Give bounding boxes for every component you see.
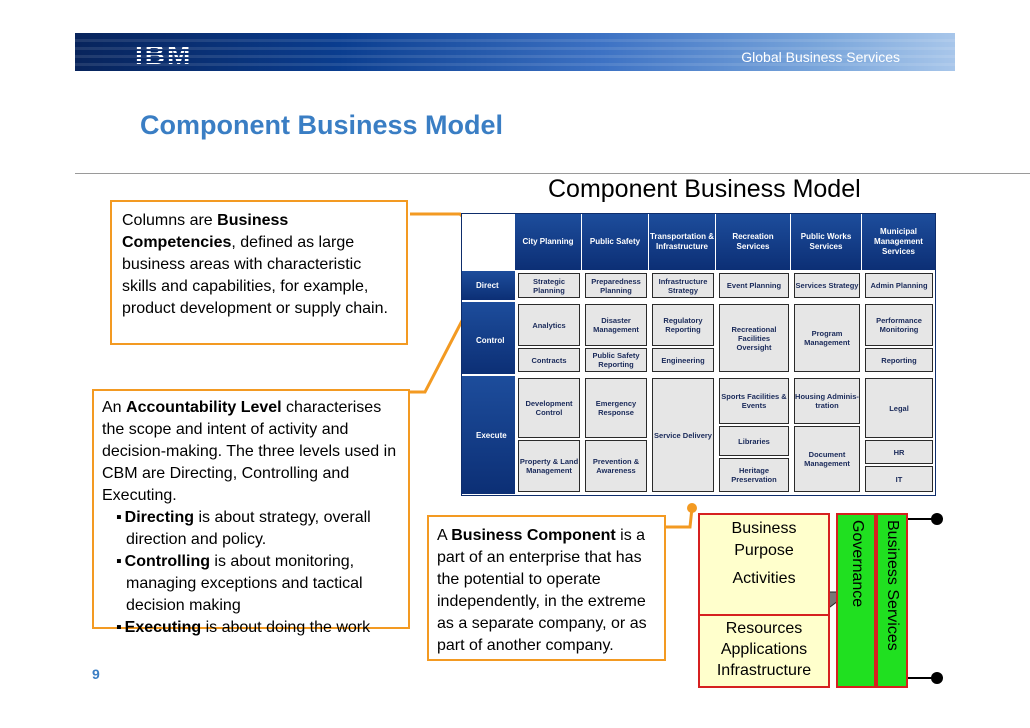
cell-recreational-facilities-oversight: Recreational Facilities Oversight xyxy=(719,304,789,372)
cell-preparedness-planning: Preparedness Planning xyxy=(585,273,647,298)
callout-text: , defined as large business areas with c… xyxy=(122,234,388,317)
cell-sports-facilities-events: Sports Facilities & Events xyxy=(719,378,789,424)
cell-admin-planning: Admin Planning xyxy=(865,273,933,298)
cell-libraries: Libraries xyxy=(719,426,789,456)
cell-document-management: Document Management xyxy=(794,426,860,492)
cbm-map-title: Component Business Model xyxy=(548,175,861,203)
cell-performance-monitoring: Performance Monitoring xyxy=(865,304,933,346)
cell-contracts: Contracts xyxy=(518,348,580,372)
header-right-text: Global Business Services xyxy=(741,49,900,65)
accountability-callout: An Accountability Level characterises th… xyxy=(92,389,410,636)
governance-label: Governance xyxy=(849,520,866,608)
slide-title: Component Business Model xyxy=(140,110,504,140)
columns-callout: Columns are Business Competencies, defin… xyxy=(110,200,408,345)
callout-bold: Accountability Level xyxy=(126,399,282,416)
row-label-direct: Direct xyxy=(462,271,515,300)
cell-public-safety-reporting: Public Safety Reporting xyxy=(585,348,647,372)
cell-housing-administration: Housing Adminis-tration xyxy=(794,378,860,424)
governance-bar xyxy=(836,513,876,688)
column-header-city-planning: City Planning xyxy=(515,214,581,270)
ibm-logo: IBM xyxy=(135,39,193,70)
row-label-control: Control xyxy=(462,302,515,374)
activities-label: Activities xyxy=(732,570,796,587)
bullet-executing: Executing is about doing the work xyxy=(116,617,400,639)
business-services-bar xyxy=(876,513,908,688)
bullet-controlling: Controlling is about monitoring, managin… xyxy=(116,551,400,617)
cell-regulatory-reporting: Regulatory Reporting xyxy=(652,304,714,346)
column-header-public-works: Public Works Services xyxy=(791,214,861,270)
callout-bold: Business Component xyxy=(451,527,616,544)
cell-legal: Legal xyxy=(865,378,933,438)
cell-heritage-preservation: Heritage Preservation xyxy=(719,458,789,492)
column-header-transportation: Transportation & Infrastructure xyxy=(649,214,715,270)
cell-engineering: Engineering xyxy=(652,348,714,372)
cell-emergency-response: Emergency Response xyxy=(585,378,647,438)
row-label-execute: Execute xyxy=(462,376,515,494)
callout-text: is a part of an enterprise that has the … xyxy=(437,527,647,654)
bullet-directing: Directing is about strategy, overall dir… xyxy=(116,507,400,551)
callout-text: Columns are xyxy=(122,212,218,229)
cell-disaster-management: Disaster Management xyxy=(585,304,647,346)
title-divider xyxy=(75,173,1030,174)
business-component-box xyxy=(698,513,830,688)
resources-label: Resources Applications Infrastructure xyxy=(716,620,812,679)
cell-service-delivery: Service Delivery xyxy=(652,378,714,492)
cbm-map: City Planning Public Safety Transportati… xyxy=(461,213,936,496)
cell-analytics: Analytics xyxy=(518,304,580,346)
page-number: 9 xyxy=(92,666,100,682)
cell-strategic-planning: Strategic Planning xyxy=(518,273,580,298)
cell-reporting: Reporting xyxy=(865,348,933,372)
cell-services-strategy: Services Strategy xyxy=(794,273,860,298)
cell-property-land-management: Property & Land Management xyxy=(518,440,580,492)
cell-prevention-awareness: Prevention & Awareness xyxy=(585,440,647,492)
business-services-label: Business Services xyxy=(884,520,901,651)
business-component-callout: A Business Component is a part of an ent… xyxy=(427,515,666,661)
callout-bold: Business Competencies xyxy=(122,212,289,251)
cell-it: IT xyxy=(865,466,933,492)
column-header-public-safety: Public Safety xyxy=(582,214,648,270)
column-header-recreation: Recreation Services xyxy=(716,214,790,270)
cell-development-control: Development Control xyxy=(518,378,580,438)
cell-hr: HR xyxy=(865,440,933,464)
cell-program-management: Program Management xyxy=(794,304,860,372)
cell-infrastructure-strategy: Infrastructure Strategy xyxy=(652,273,714,298)
callout-text: A xyxy=(437,527,452,544)
business-component-divider xyxy=(700,614,828,616)
column-header-municipal: Municipal Management Services xyxy=(862,214,935,270)
cell-event-planning: Event Planning xyxy=(719,273,789,298)
callout-text: An xyxy=(102,399,127,416)
business-purpose-label: Business Purpose xyxy=(731,520,797,559)
callout-text: characterises the scope and intent of ac… xyxy=(102,399,397,504)
header-banner: IBM Global Business Services xyxy=(75,33,955,71)
